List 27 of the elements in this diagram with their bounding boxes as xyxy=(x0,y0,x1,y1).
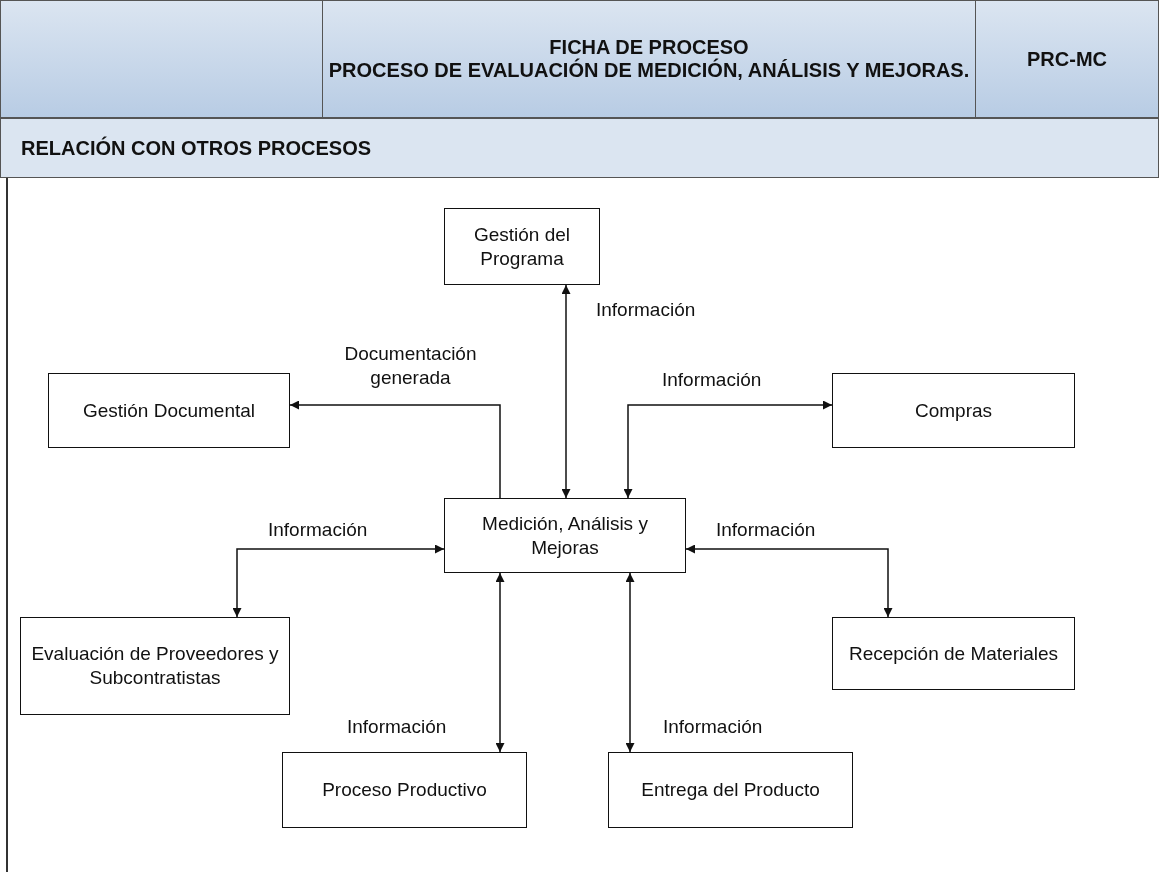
process-box xyxy=(444,208,600,285)
section-title: RELACIÓN CON OTROS PROCESOS xyxy=(21,136,372,160)
process-box xyxy=(832,373,1075,448)
process-name: Proceso Productivo xyxy=(322,778,487,802)
connector-arrow xyxy=(561,284,571,499)
process-box xyxy=(608,752,853,828)
process-name: Medición, Análisis y Mejoras xyxy=(481,511,649,560)
process-name: Gestión del Programa xyxy=(472,222,572,271)
process-box xyxy=(832,617,1075,690)
connector-arrow xyxy=(289,400,501,499)
connector-arrow xyxy=(685,544,893,618)
process-name: Recepción de Materiales xyxy=(848,641,1059,666)
process-name: Evaluación de Proveedores y Subcontratistas xyxy=(30,642,280,690)
process-name: PROCESO DE EVALUACIÓN DE MEDICIÓN, ANÁLISIS Y MEJORAS. xyxy=(328,59,970,82)
process-name: Gestión Documental xyxy=(82,398,256,423)
process-box xyxy=(444,498,686,573)
connector-arrow xyxy=(623,400,833,499)
process-name: Entrega del Producto xyxy=(641,778,820,802)
connector-arrow xyxy=(495,572,505,753)
process-box xyxy=(48,373,290,448)
document-code: PRC-MC xyxy=(1027,47,1107,71)
connector-arrow xyxy=(232,544,445,618)
connector-arrow xyxy=(625,572,635,753)
process-box xyxy=(20,617,290,715)
sheet-title: FICHA DE PROCESO xyxy=(549,36,749,58)
process-box xyxy=(282,752,527,828)
process-name: Compras xyxy=(914,398,993,423)
